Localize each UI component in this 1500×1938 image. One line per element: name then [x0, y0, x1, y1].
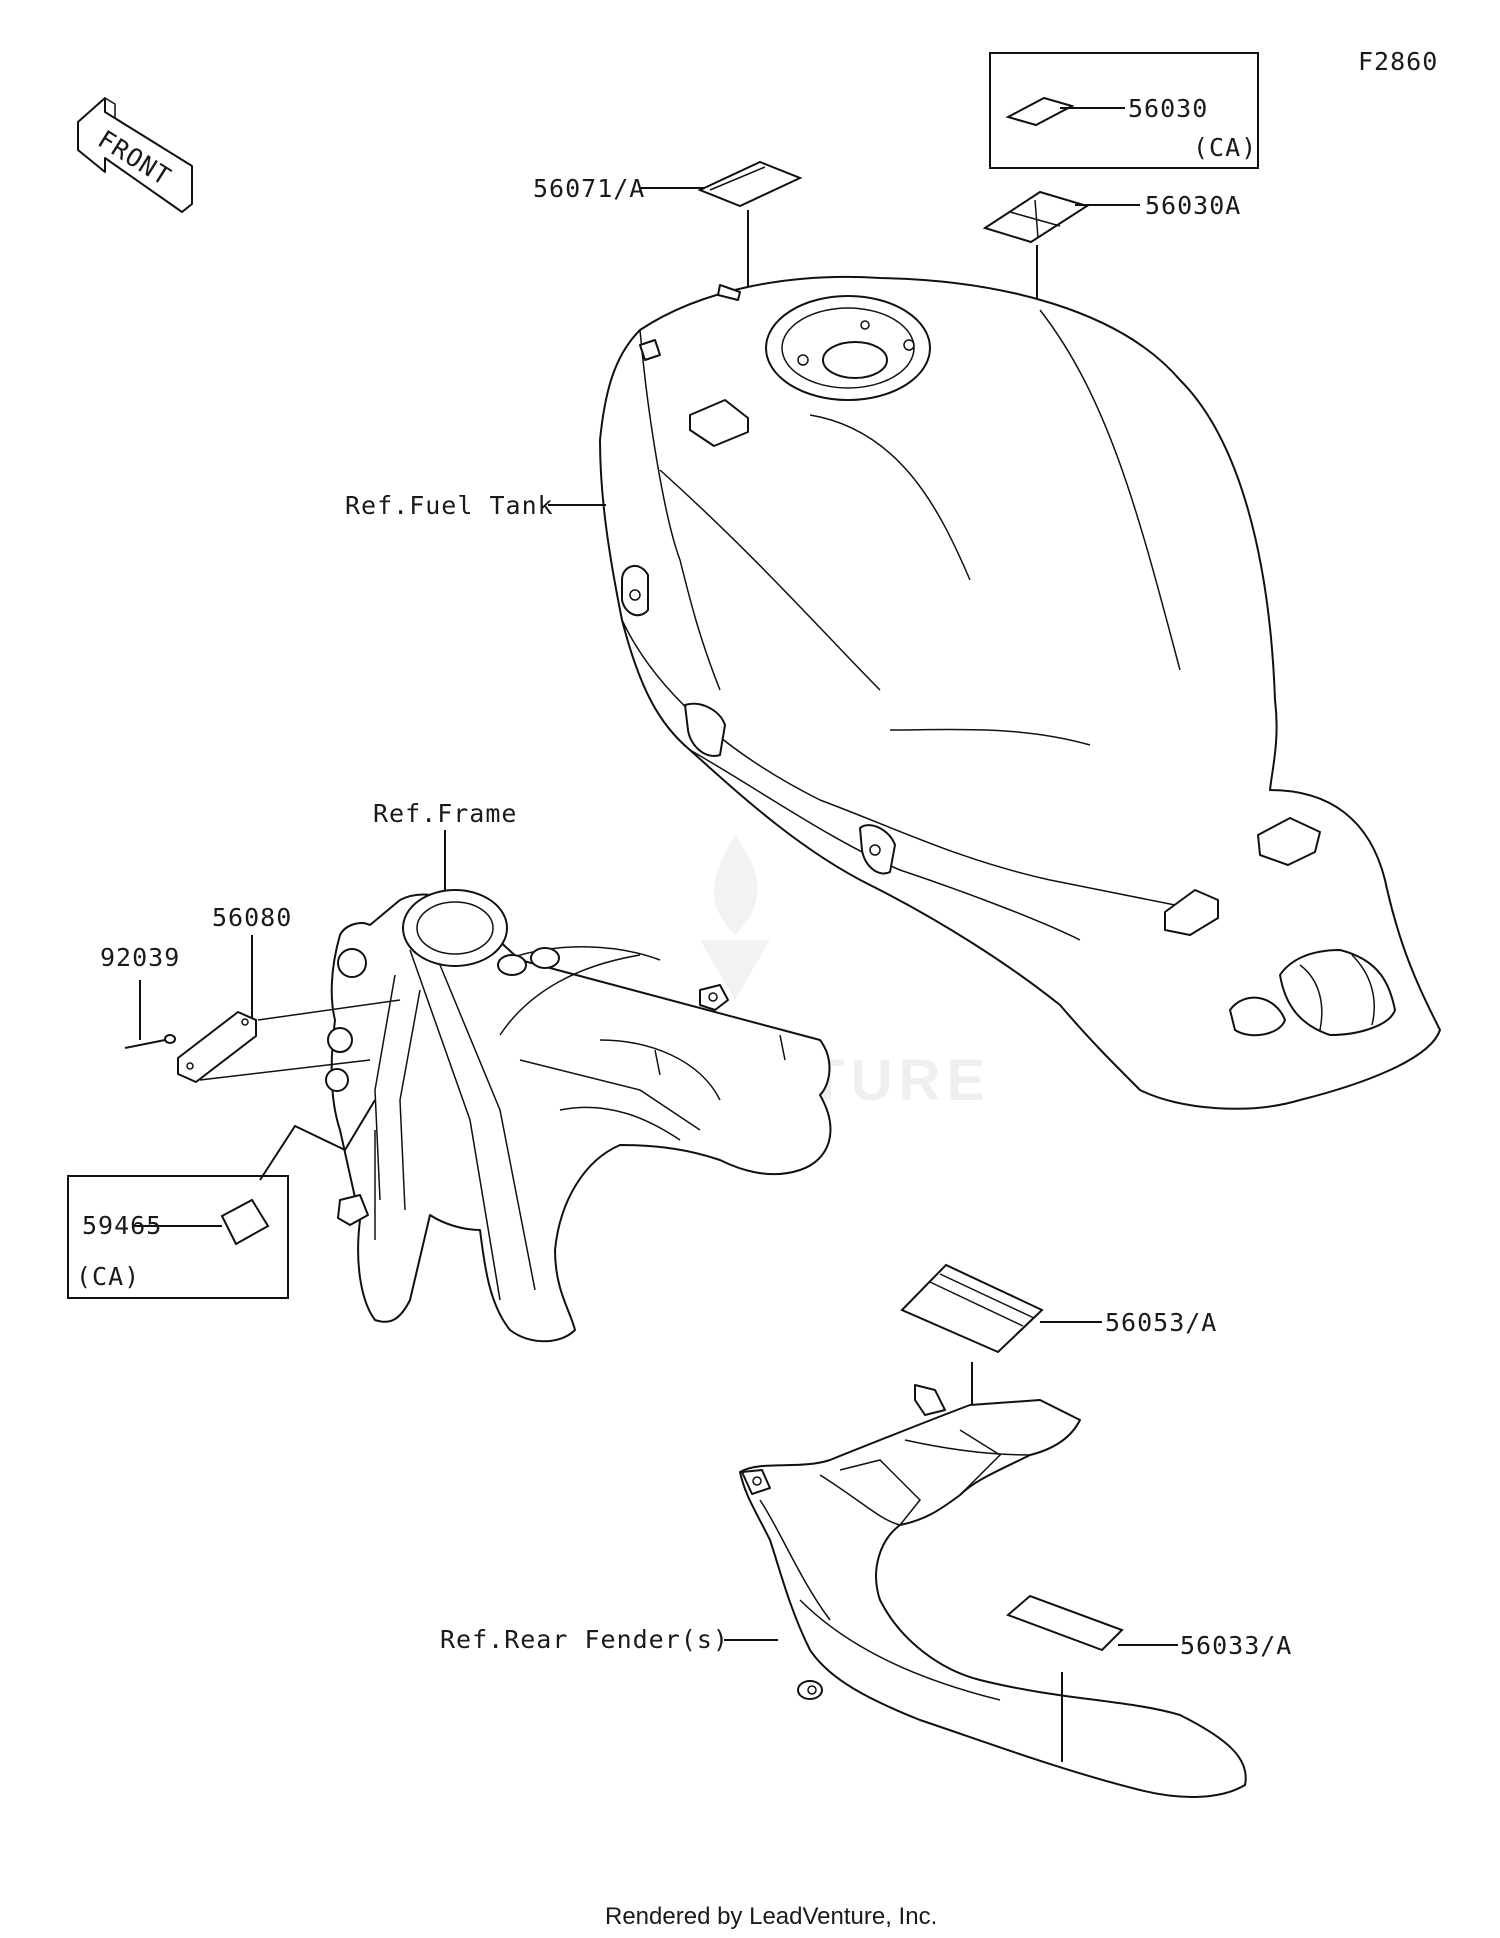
footer-credit: Rendered by LeadVenture, Inc. [605, 1903, 937, 1930]
front-arrow-icon: FRONT [77, 97, 193, 213]
rivet-92039-icon [124, 1034, 176, 1049]
decal-56030 [1005, 96, 1075, 127]
callout-92039: 92039 [100, 943, 180, 972]
callout-56033A: 56033/A [1180, 1631, 1292, 1660]
callout-56080: 56080 [212, 903, 292, 932]
figure-code: F2860 [1358, 47, 1438, 76]
decal-56071A [697, 160, 803, 208]
ca-box-59465 [67, 1175, 289, 1299]
fuel-tank [599, 275, 1441, 1110]
callout-59465: 59465 [82, 1211, 162, 1240]
callout-56071A: 56071/A [533, 174, 645, 203]
ca-box-56030 [989, 52, 1259, 169]
rear-fender [739, 1384, 1247, 1798]
decal-59465 [220, 1198, 270, 1246]
callout-56030: 56030 [1128, 94, 1208, 123]
decal-56053A [900, 1263, 1044, 1354]
callout-59465-ca: (CA) [76, 1262, 140, 1291]
decal-56033A [1006, 1594, 1124, 1652]
callout-ref-frame: Ref.Frame [373, 799, 517, 828]
callout-56030A: 56030A [1145, 191, 1241, 220]
callout-56053A: 56053/A [1105, 1308, 1217, 1337]
part-56080-plate [177, 1010, 257, 1084]
callout-ref-fuel-tank: Ref.Fuel Tank [345, 491, 554, 520]
frame [325, 889, 832, 1343]
callout-ref-rear-fender: Ref.Rear Fender(s) [440, 1625, 729, 1654]
callout-56030-ca: (CA) [1193, 133, 1257, 162]
